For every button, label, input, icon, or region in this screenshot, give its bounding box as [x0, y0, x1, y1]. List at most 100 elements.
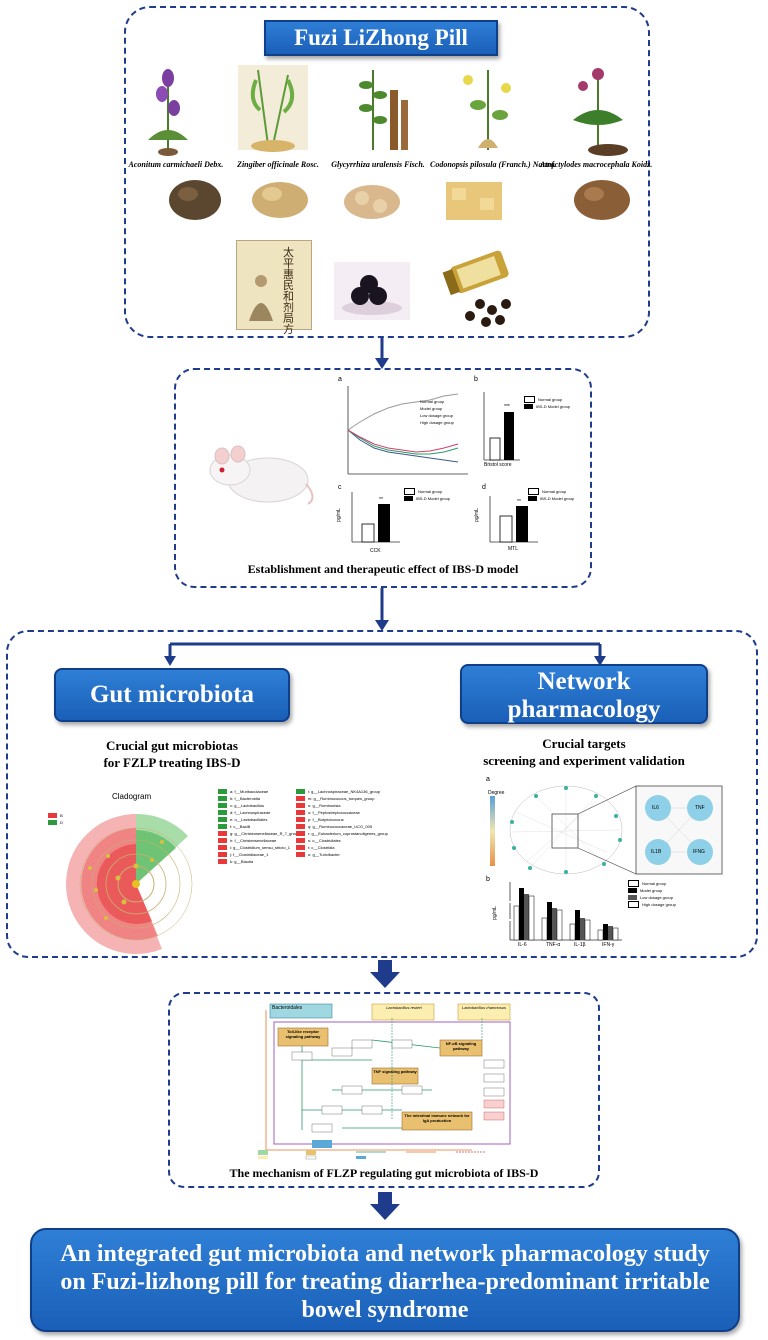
network-panel-a-label: a [486, 776, 490, 783]
cytokine-x-il6: IL-6 [518, 942, 527, 948]
line-legend-item: High dosage group [420, 420, 454, 425]
legend-group-b: B [48, 812, 63, 819]
arrow-down-1 [375, 338, 389, 369]
taxa-item: o: f__Peptostreptococcaceae [296, 809, 388, 816]
lactobacillus-label: Lactobacillus reuteri [386, 1005, 422, 1010]
line-legend-item: Model group [420, 406, 443, 411]
tlr-pathway-label: Toll-like receptor signaling pathway [285, 1029, 321, 1039]
dried-ginger-icon [252, 182, 308, 218]
hub-tnf-node [687, 795, 713, 821]
taxa-item: l: g__Lachnospiraceae_NK4A136_group [296, 788, 388, 795]
analysis-box [6, 630, 758, 958]
taxa-item: h: f__Christensenellaceae [218, 837, 299, 844]
glycyrrhiza-plant-icon [359, 70, 408, 150]
cytokine-x-il1b: IL-1β [574, 942, 586, 948]
taxa-item: q: g__Ruminococcaceae_UCG_005 [296, 823, 388, 830]
body-weight-line-chart [347, 386, 468, 475]
taxa-item: g: g__Christensenellaceae_R_7_group [218, 830, 299, 837]
svg-text:**: ** [517, 499, 521, 505]
high-dosage-line [347, 429, 459, 453]
model-panel-b-label: b [474, 376, 478, 383]
taxa-legend-red: l: g__Lachnospiraceae_NK4A136_group m: g… [296, 788, 388, 858]
cytokine-x-tnf: TNF-α [546, 942, 561, 948]
cck-normal-bar [361, 523, 375, 543]
bristol-normal-bar [489, 437, 501, 461]
lactobacillus2-box [457, 1003, 511, 1021]
network-subtitle-line2: screening and experiment validation [483, 753, 685, 768]
bristol-model-bar [504, 412, 514, 460]
aconitum-plant-icon [148, 69, 188, 156]
cytokine-x-ifng: IFN-γ [602, 942, 615, 948]
low-dosage-line [347, 429, 459, 455]
taxa-legend-green: a: f__Muribaculaceae b: f__Bacteroidia c… [218, 788, 299, 865]
legend-model-group: IBS-D Model group [524, 403, 570, 410]
bristol-axis-label: Bristol score [484, 462, 512, 468]
gut-subtitle-line2: for FZLP treating IBS-D [103, 755, 241, 770]
network-label-line2: pharmacology [507, 696, 661, 723]
taxa-item: p: f__Butyricicoccus [296, 816, 388, 823]
legend-high-dosage: High dosage group [628, 901, 676, 908]
taxa-item: f: c__Bacilli [218, 823, 299, 830]
herbs-box [124, 6, 650, 338]
cytokine-bar-chart [508, 882, 622, 941]
hub-tnf-label: TNF [695, 805, 705, 811]
legend-group-d: D [48, 819, 63, 826]
intestinal-immune-box [401, 1111, 473, 1131]
tnf-pathway-label: TNF signaling pathway [373, 1069, 417, 1074]
book-title-text: 太平惠民和剂局方 [283, 246, 294, 336]
cladogram-group-legend: B D [48, 812, 63, 826]
taxa-item: s: o__Clostridiales [296, 837, 388, 844]
dried-aconitum-icon [169, 180, 221, 220]
ancient-book-image: 太平惠民和剂局方 [236, 240, 312, 335]
mouse-image [209, 445, 314, 505]
codonopsis-plant-icon [463, 70, 511, 150]
legend-model-group: IBS-D Model group [528, 495, 574, 502]
legend-model-group: IBS-D Model group [404, 495, 450, 502]
tlr-pathway-box [277, 1027, 329, 1047]
legend-low-dosage: Low dosage group [628, 894, 676, 901]
cytokine-unit-label: pg/mL [491, 906, 498, 920]
ppi-network-graph [490, 785, 723, 875]
nfkb-pathway-label: NF-κB signaling pathway [445, 1041, 477, 1051]
mtl-axis-label: MTL [508, 546, 518, 552]
taxa-item: j: f__Clostridiaceae_1 [218, 851, 299, 858]
line-legend-item: Normal group [420, 399, 445, 404]
normal-group-line [347, 393, 459, 431]
taxa-item: u: g__Turicibacter [296, 851, 388, 858]
taxa-item: t: c__Clostridia [296, 844, 388, 851]
mtl-normal-bar [499, 515, 513, 543]
taxa-item: k: g__Blautia [218, 858, 299, 865]
taxa-item: n: g__Romboutsia [296, 802, 388, 809]
taxa-item: e: o__Lactobacillales [218, 816, 299, 823]
taxa-item: i: g__Clostridium_sensu_stricto_1 [218, 844, 299, 851]
taxa-item: a: f__Muribaculaceae [218, 788, 299, 795]
taxa-item: c: g__Lactobacillus [218, 802, 299, 809]
title-fuzi-lizhong-pill: Fuzi LiZhong Pill [264, 20, 498, 56]
cck-model-bar [378, 504, 390, 542]
cck-bar-chart: ** [351, 492, 400, 543]
species-label-aconitum: Aconitum carmichaeli Debx. [128, 160, 224, 169]
conclusion-banner: An integrated gut microbiota and network… [30, 1228, 740, 1332]
dried-atractylodes-icon [574, 180, 630, 220]
hub-il1b-label: IL1B [651, 849, 662, 855]
taxa-item: m: g__Ruminococcus_torques_group [296, 795, 388, 802]
svg-text:***: *** [504, 404, 510, 410]
bacteroidales-box [269, 1003, 333, 1019]
pills-plate-image [334, 262, 410, 320]
cladogram-title: Cladogram [112, 792, 152, 801]
il6-bars [513, 888, 535, 941]
lactobacillus2-label: Lactobacillus rhamnosus [461, 1005, 507, 1010]
line-chart-legend: Normal group Model group Low dosage grou… [420, 398, 454, 426]
cck-legend: Normal group IBS-D Model group [404, 488, 450, 502]
lactobacillus-box [371, 1003, 435, 1021]
arrow-down-2 [375, 588, 389, 631]
taxa-item: d: f__Lachnospiraceae [218, 809, 299, 816]
dried-herbs-illustration [169, 180, 630, 220]
mechanism-legend-strip [258, 1150, 486, 1160]
degree-label: Degree [488, 790, 505, 796]
intestinal-immune-label: The intestinal immune network for IgA pr… [404, 1113, 470, 1123]
svg-text:**: ** [379, 497, 383, 503]
network-panel-b-label: b [486, 876, 490, 883]
legend-normal-group: Normal group [524, 396, 570, 403]
mechanism-caption: The mechanism of FLZP regulating gut mic… [229, 1166, 539, 1180]
